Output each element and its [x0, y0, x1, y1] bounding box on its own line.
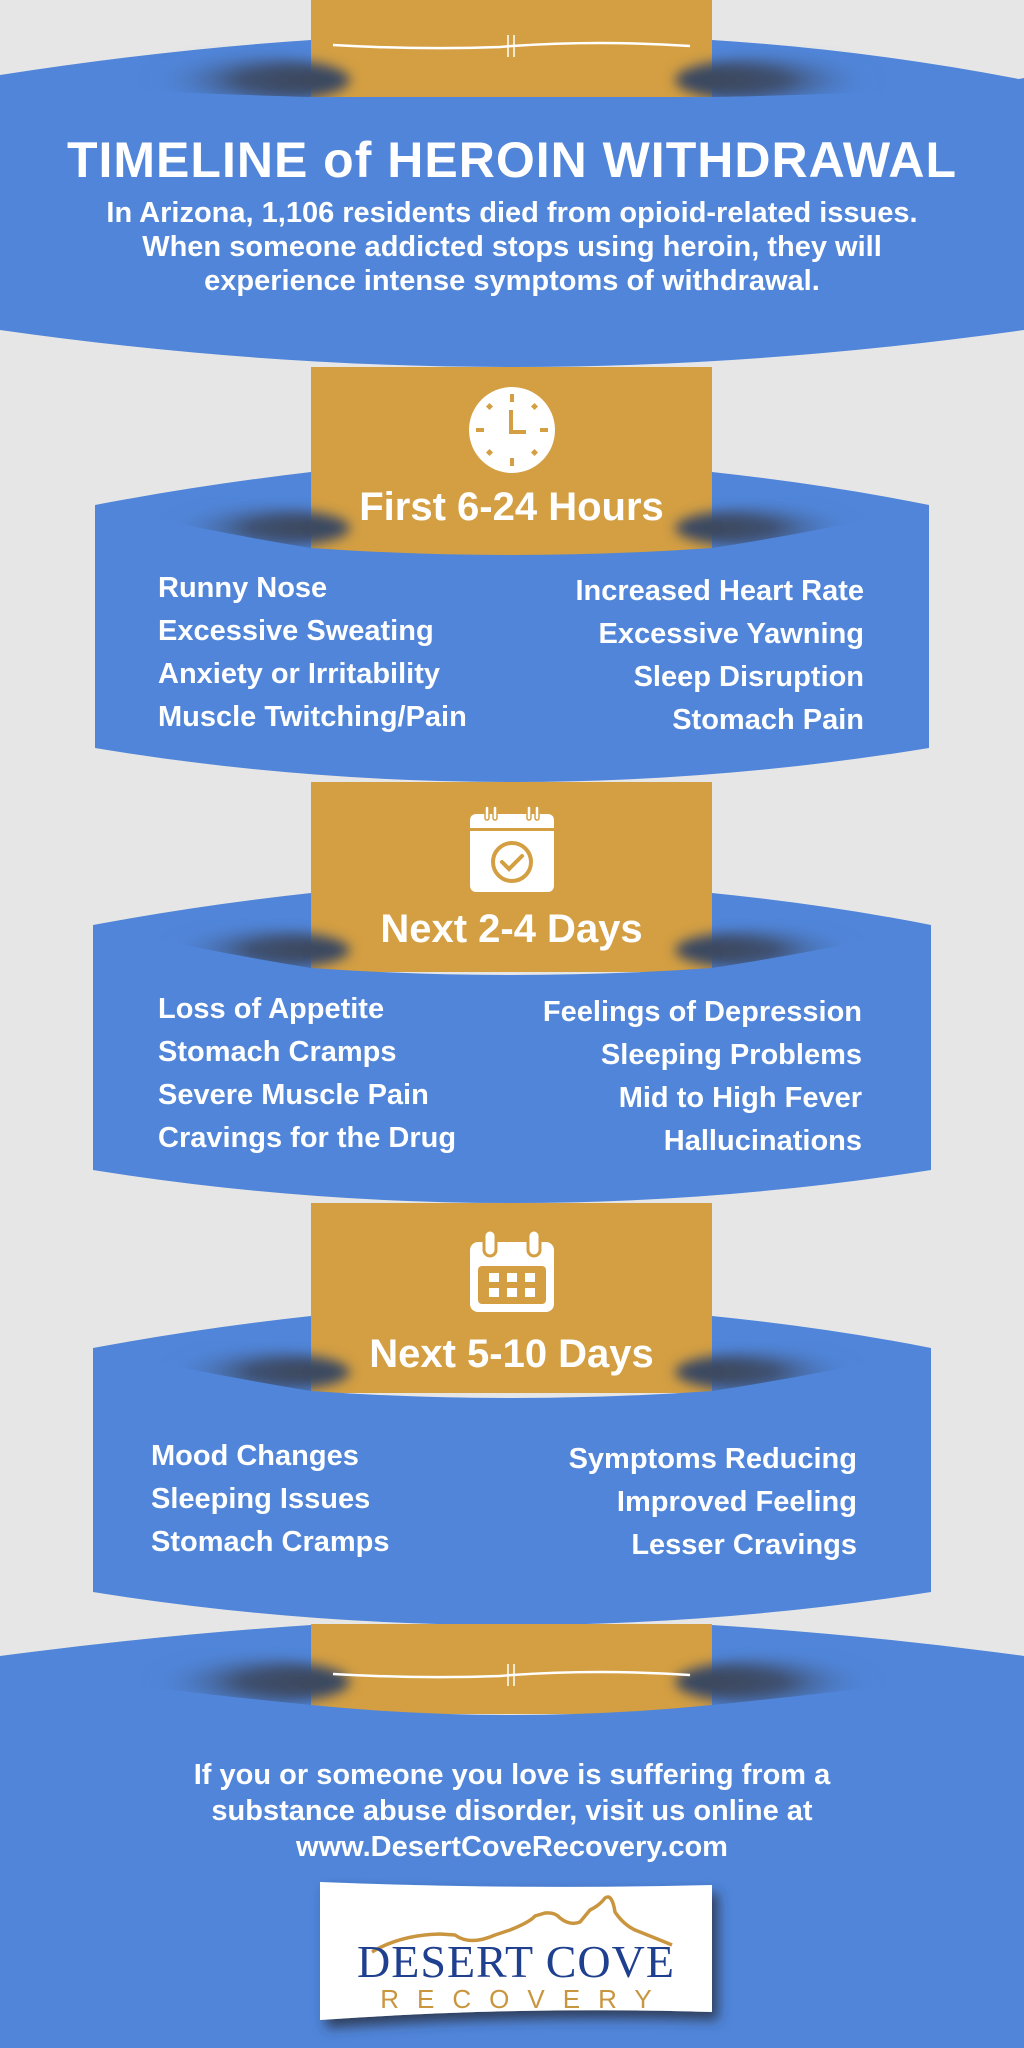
symptom-item: Excessive Yawning [598, 618, 864, 650]
desert-cove-logo[interactable]: DESERT COVE RECOVERY [320, 1882, 712, 2020]
gold-column-footer [311, 1624, 712, 1714]
symptom-item: Sleeping Issues [151, 1483, 371, 1515]
logo-name: DESERT COVE [357, 1936, 675, 1987]
symptom-item: Increased Heart Rate [575, 575, 864, 607]
symptom-list-right: Feelings of Depression Sleeping Problems… [543, 991, 862, 1163]
cta-line: If you or someone you love is suffering … [193, 1759, 831, 1791]
logo-card [320, 1882, 712, 2020]
symptom-item: Runny Nose [158, 572, 328, 604]
cta-line: substance abuse disorder, visit us onlin… [211, 1795, 813, 1827]
symptom-item: Stomach Cramps [158, 1036, 397, 1068]
clock-icon [469, 387, 555, 473]
section-heading-5-10-days: Next 5-10 Days [369, 1332, 654, 1376]
symptom-item: Sleeping Problems [600, 1039, 862, 1071]
symptom-item: Severe Muscle Pain [158, 1079, 429, 1111]
symptom-list-left: Loss of Appetite Stomach Cramps Severe M… [158, 988, 456, 1160]
symptom-list-right: Symptoms Reducing Improved Feeling Lesse… [569, 1438, 857, 1567]
symptom-list-left: Runny Nose Excessive Sweating Anxiety or… [158, 567, 467, 739]
intro-text: In Arizona, 1,106 residents died from op… [0, 196, 1024, 298]
divider-ornament-top [332, 41, 691, 50]
gold-column-top [311, 0, 712, 110]
symptom-item: Mood Changes [151, 1440, 359, 1472]
divider-ornament-bottom [332, 1670, 691, 1679]
logo-subtitle: RECOVERY [380, 1984, 670, 2014]
symptom-item: Symptoms Reducing [568, 1443, 857, 1475]
call-to-action: If you or someone you love is suffering … [0, 1757, 1024, 1865]
symptom-list-right: Increased Heart Rate Excessive Yawning S… [575, 570, 864, 742]
calendar-check-icon [470, 805, 554, 892]
symptom-item: Mid to High Fever [618, 1082, 862, 1114]
mountain-outline [371, 1895, 673, 1954]
intro-line: experience intense symptoms of withdrawa… [204, 265, 820, 297]
section-heading-2-4-days: Next 2-4 Days [380, 907, 643, 951]
symptom-item: Improved Feeling [616, 1486, 857, 1518]
website-link[interactable]: www.DesertCoveRecovery.com [296, 1831, 728, 1863]
symptom-item: Excessive Sweating [158, 615, 434, 647]
symptom-item: Lesser Cravings [631, 1529, 857, 1561]
calendar-grid-icon [470, 1228, 554, 1312]
intro-line: In Arizona, 1,106 residents died from op… [106, 197, 918, 229]
symptom-item: Sleep Disruption [633, 661, 864, 693]
symptom-item: Stomach Pain [672, 704, 864, 736]
intro-line: When someone addicted stops using heroin… [142, 231, 882, 263]
page-title: TIMELINE of HEROIN WITHDRAWAL [66, 132, 958, 188]
symptom-item: Muscle Twitching/Pain [158, 701, 467, 733]
symptom-item: Hallucinations [663, 1125, 862, 1157]
symptom-item: Anxiety or Irritability [158, 658, 441, 690]
symptom-item: Feelings of Depression [542, 996, 862, 1028]
section-heading-hours: First 6-24 Hours [359, 485, 664, 529]
symptom-list-left: Mood Changes Sleeping Issues Stomach Cra… [151, 1435, 390, 1564]
symptom-item: Loss of Appetite [158, 993, 385, 1025]
symptom-item: Stomach Cramps [151, 1526, 390, 1558]
symptom-item: Cravings for the Drug [158, 1122, 457, 1154]
